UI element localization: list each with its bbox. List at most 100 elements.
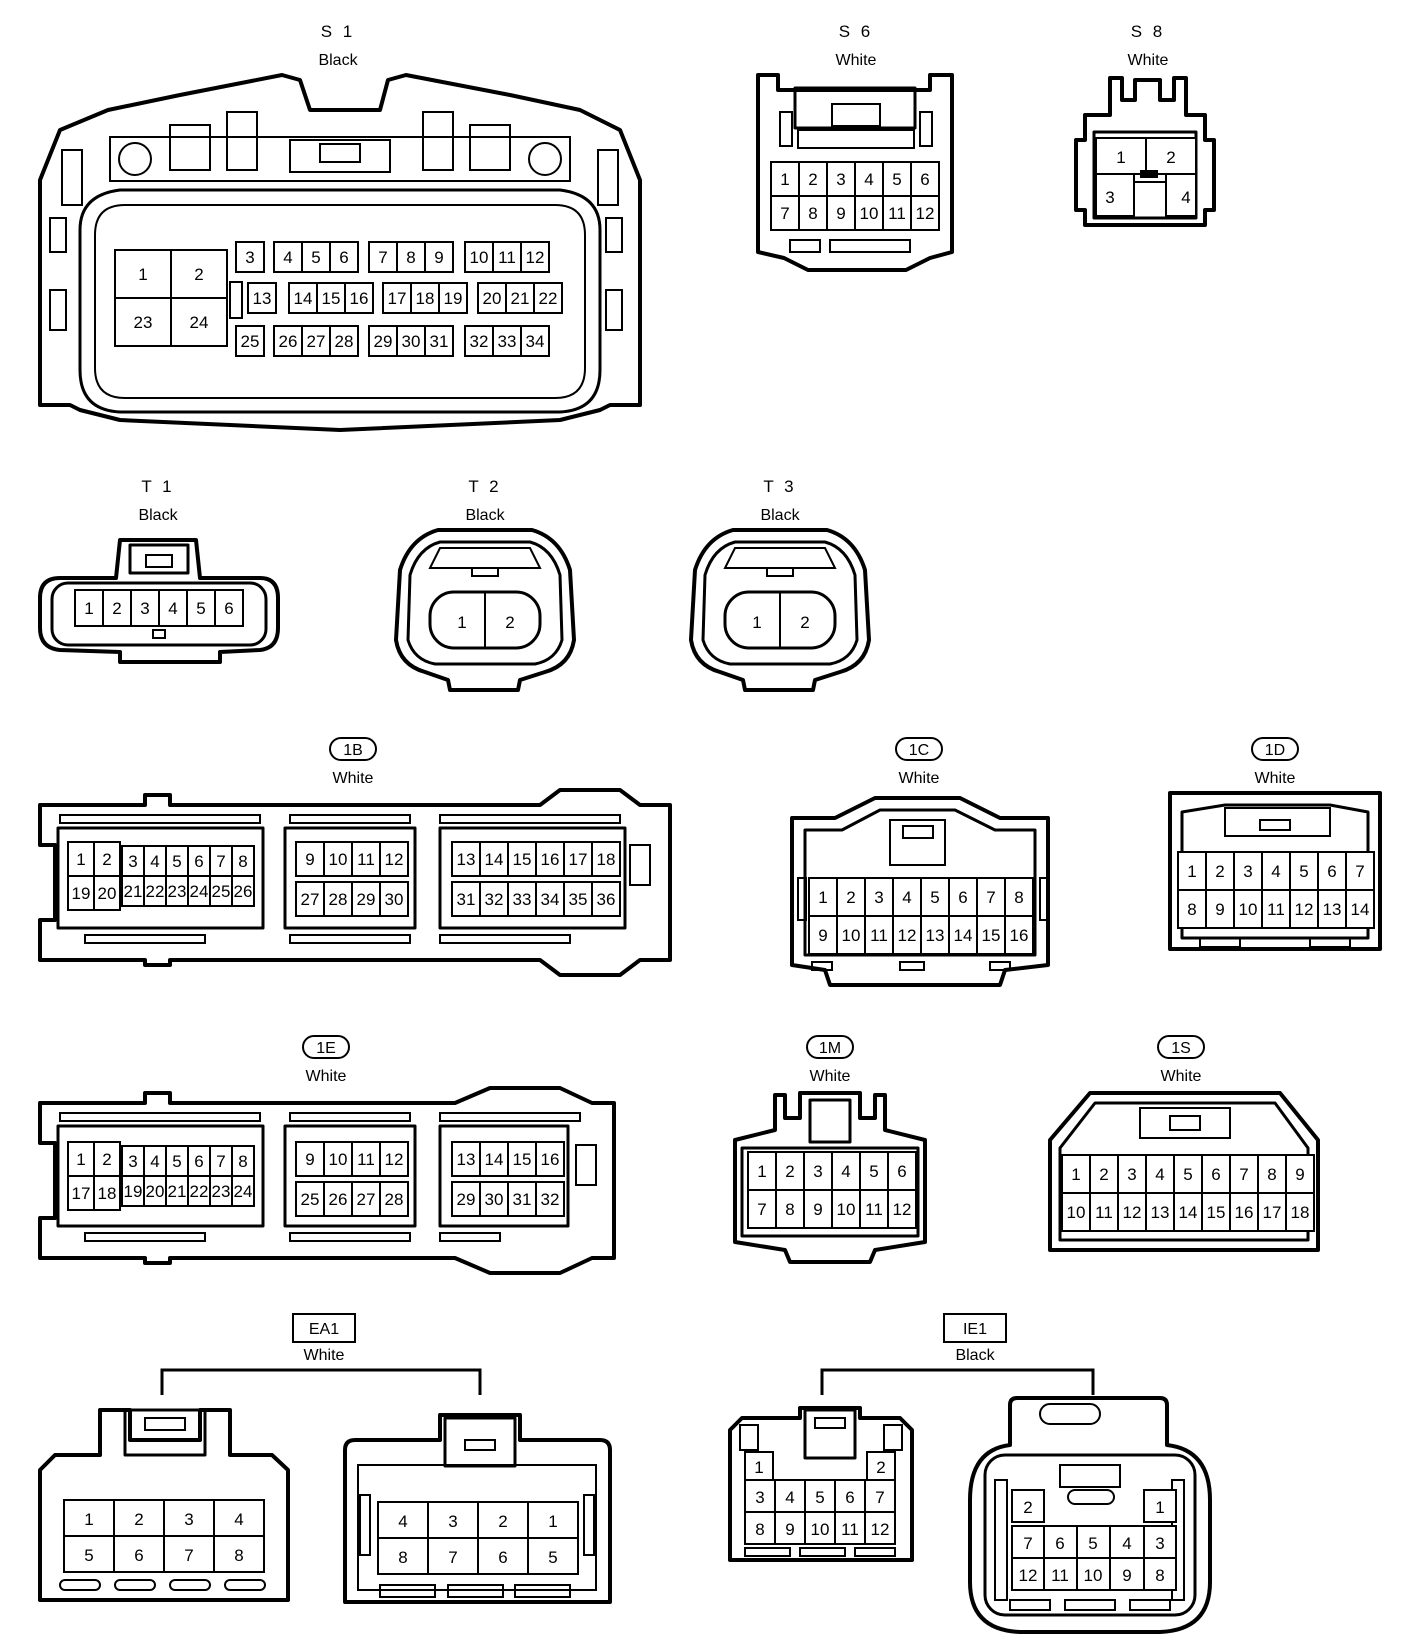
svg-text:32: 32	[485, 890, 504, 909]
svg-text:2: 2	[876, 1458, 885, 1477]
svg-text:8: 8	[234, 1546, 243, 1565]
connector-t2-code: T 2	[468, 477, 501, 496]
svg-text:4: 4	[398, 1512, 407, 1531]
connector-1s: 1S White 1 2 3 4 5 6 7 8 9 10 11 12 13 1…	[1048, 1035, 1320, 1252]
svg-text:5: 5	[172, 1152, 181, 1171]
svg-text:6: 6	[1327, 862, 1336, 881]
connector-t2: T 2 Black 1 2	[394, 477, 576, 692]
connector-s8-code: S 8	[1131, 22, 1166, 41]
svg-text:5: 5	[172, 852, 181, 871]
svg-text:2: 2	[498, 1512, 507, 1531]
svg-text:33: 33	[498, 332, 517, 351]
svg-text:17: 17	[1263, 1203, 1282, 1222]
svg-text:3: 3	[1127, 1165, 1136, 1184]
svg-text:33: 33	[513, 890, 532, 909]
svg-text:2: 2	[1099, 1165, 1108, 1184]
connector-ea1: EA1 White 1 2 3 4 5 6 7 8 4 3 2 1 8 7 6 …	[38, 1313, 612, 1604]
svg-text:1: 1	[76, 1150, 85, 1169]
svg-text:2: 2	[505, 613, 514, 632]
svg-text:1: 1	[76, 850, 85, 869]
svg-text:11: 11	[498, 248, 516, 267]
svg-text:12: 12	[893, 1200, 912, 1219]
svg-text:16: 16	[541, 1150, 560, 1169]
svg-text:11: 11	[1051, 1566, 1069, 1585]
svg-text:1: 1	[1116, 148, 1125, 167]
svg-text:20: 20	[483, 289, 502, 308]
svg-text:9: 9	[1122, 1566, 1131, 1585]
svg-text:10: 10	[329, 1150, 348, 1169]
svg-text:9: 9	[434, 248, 443, 267]
svg-text:23: 23	[134, 313, 153, 332]
svg-text:29: 29	[357, 890, 376, 909]
svg-text:9: 9	[836, 204, 845, 223]
connector-t2-color: Black	[465, 507, 505, 524]
svg-text:4: 4	[283, 248, 292, 267]
svg-text:11: 11	[1095, 1203, 1113, 1222]
svg-text:12: 12	[1019, 1566, 1038, 1585]
svg-text:15: 15	[513, 850, 532, 869]
connector-ie1-color: Black	[955, 1347, 995, 1364]
svg-text:11: 11	[841, 1520, 859, 1539]
svg-text:6: 6	[897, 1162, 906, 1181]
connector-1e-color: White	[306, 1068, 347, 1085]
svg-text:13: 13	[1151, 1203, 1170, 1222]
svg-text:35: 35	[569, 890, 588, 909]
svg-text:2: 2	[194, 265, 203, 284]
connector-s8-color: White	[1128, 52, 1169, 69]
svg-text:26: 26	[234, 882, 253, 901]
svg-text:1: 1	[1155, 1498, 1164, 1517]
connector-1d-color: White	[1255, 770, 1296, 787]
svg-text:2: 2	[1166, 148, 1175, 167]
connector-1s-color: White	[1161, 1068, 1202, 1085]
svg-text:14: 14	[1179, 1203, 1198, 1222]
connector-1d-code: 1D	[1265, 742, 1285, 759]
svg-text:2: 2	[102, 1150, 111, 1169]
svg-text:3: 3	[448, 1512, 457, 1531]
svg-text:4: 4	[150, 852, 159, 871]
svg-text:28: 28	[385, 1190, 404, 1209]
svg-text:16: 16	[541, 850, 560, 869]
svg-text:17: 17	[72, 1184, 91, 1203]
svg-text:8: 8	[808, 204, 817, 223]
svg-text:10: 10	[470, 248, 489, 267]
svg-text:10: 10	[811, 1520, 830, 1539]
svg-text:6: 6	[194, 852, 203, 871]
svg-text:5: 5	[548, 1548, 557, 1567]
svg-text:2: 2	[846, 888, 855, 907]
svg-text:30: 30	[385, 890, 404, 909]
svg-text:12: 12	[916, 204, 935, 223]
svg-text:22: 22	[146, 882, 165, 901]
svg-text:21: 21	[168, 1182, 187, 1201]
svg-text:13: 13	[1323, 900, 1342, 919]
svg-text:19: 19	[72, 884, 91, 903]
svg-text:2: 2	[1215, 862, 1224, 881]
svg-text:16: 16	[1235, 1203, 1254, 1222]
svg-text:25: 25	[301, 1190, 320, 1209]
connector-t3: T 3 Black 1 2	[689, 477, 871, 692]
svg-text:23: 23	[168, 882, 187, 901]
svg-text:10: 10	[1084, 1566, 1103, 1585]
svg-text:30: 30	[485, 1190, 504, 1209]
svg-text:6: 6	[224, 599, 233, 618]
svg-text:13: 13	[457, 1150, 476, 1169]
connector-t1: T 1 Black 1 2 3 4 5 6	[38, 477, 280, 664]
svg-text:10: 10	[837, 1200, 856, 1219]
svg-text:10: 10	[1067, 1203, 1086, 1222]
svg-text:20: 20	[98, 884, 117, 903]
svg-text:7: 7	[780, 204, 789, 223]
svg-text:7: 7	[986, 888, 995, 907]
svg-text:29: 29	[457, 1190, 476, 1209]
connector-s1-code: S 1	[321, 22, 356, 41]
svg-text:3: 3	[755, 1488, 764, 1507]
svg-text:32: 32	[541, 1190, 560, 1209]
svg-text:5: 5	[815, 1488, 824, 1507]
svg-text:12: 12	[898, 926, 917, 945]
svg-text:7: 7	[216, 852, 225, 871]
svg-text:4: 4	[1155, 1165, 1164, 1184]
connector-1d: 1D White 1 2 3 4 5 6 7 8 9 10 11 12 13 1…	[1168, 737, 1382, 951]
svg-text:31: 31	[457, 890, 476, 909]
svg-text:7: 7	[1023, 1534, 1032, 1553]
svg-text:8: 8	[238, 1152, 247, 1171]
svg-text:15: 15	[1207, 1203, 1226, 1222]
